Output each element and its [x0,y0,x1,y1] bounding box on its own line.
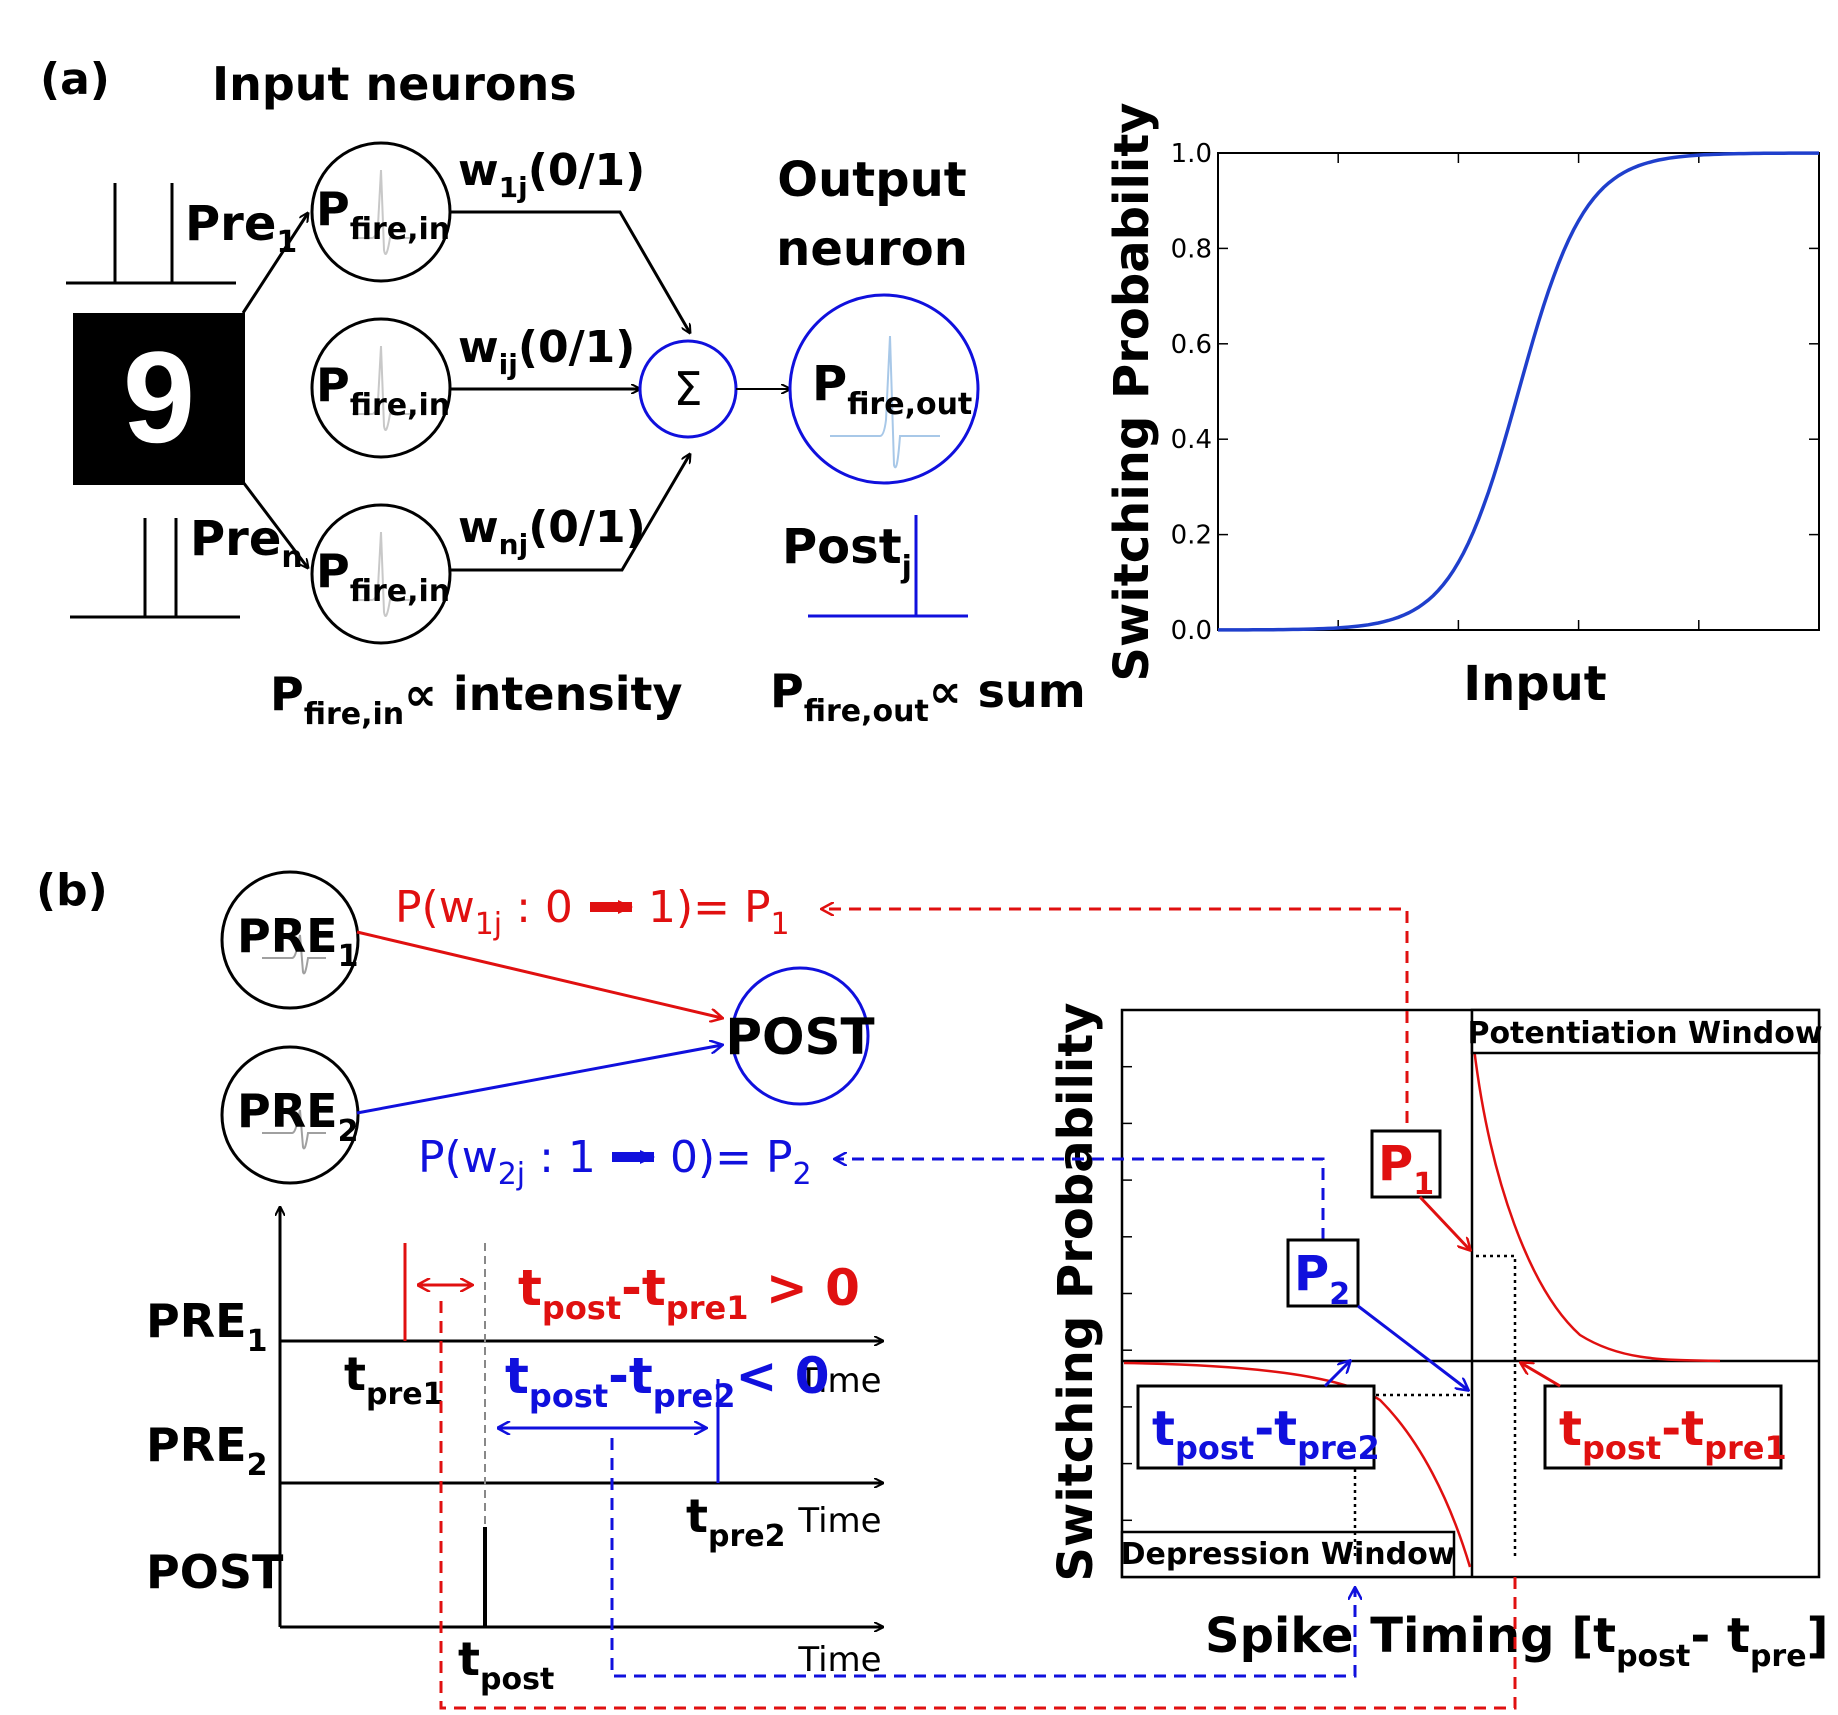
pre1-spike-train [66,183,236,285]
post-neuron: POST [725,966,875,1106]
diff-negative-label: tpost-tpre2< 0 [505,1347,830,1415]
summation-node: Σ [638,339,738,439]
svg-text:Pfire,in: Pfire,in [316,544,450,609]
timing-diagram-axes [280,1207,883,1627]
sigmoid-chart: 0.0 0.2 0.4 0.6 0.8 1.0 Switching Probability… [1104,102,1820,712]
potentiation-window-box [1470,1008,1821,1055]
dep-timing-box: tpost-tpre2 [1136,1384,1380,1470]
sigmoid-ytick-label: 0.8 [1171,234,1212,264]
blue-dashed-path-bottom [610,1438,1355,1678]
post-spike [808,515,968,618]
depression-curve [1123,1361,1472,1568]
stdp-xlabel: Spike Timing [tpost- tpre] [1205,1608,1829,1674]
potentiation-window-label: Potentiation Window [1467,1016,1822,1051]
svg-text:P2: P2 [1294,1246,1350,1312]
pren-spike-train [70,518,240,619]
svg-text:Pfire,in: Pfire,in [316,358,450,423]
output-neuron: Pfire,out [788,293,980,485]
digit-glyph: 9 [123,324,195,470]
output-neuron-title-1: Output [777,152,966,208]
weight-wnj: wnj(0/1) [458,502,646,561]
depression-window-box [1120,1530,1456,1579]
arrow-pre1-to-post [356,930,722,1018]
sigmoid-ytick-label: 0.6 [1171,330,1212,360]
blue-dashed-path-top [835,1159,1325,1240]
pre1-neuron: PRE1 [220,870,360,1010]
dep-box-arrow [1323,1361,1350,1388]
connection-wnj [450,454,690,572]
depression-window-label: Depression Window [1121,1537,1456,1572]
pre2-neuron: PRE2 [220,1045,360,1185]
sigmoid-ylabel: Switching Probability [1104,102,1160,681]
arrow-image-to-neuron1 [241,213,308,314]
pren-label: Pren [190,511,303,575]
input-neurons-title: Input neurons [212,57,577,111]
row-post-label: POST [146,1545,284,1599]
svg-text:Σ: Σ [673,362,702,416]
caption-pfire-out: Pfire,out∝ sum [770,664,1086,729]
p2-box: P2 [1286,1238,1360,1312]
svg-text:Pfire,out: Pfire,out [812,356,972,422]
svg-text:P1: P1 [1378,1136,1434,1202]
svg-text:tpost-tpre1: tpost-tpre1 [1559,1401,1787,1467]
caption-pfire-in: Pfire,in∝ intensity [270,667,682,732]
sigmoid-xlabel: Input [1463,656,1607,712]
equation-p2-rhs: 0)= P2 [670,1132,812,1192]
svg-text:PRE1: PRE1 [237,909,358,974]
pot-timing-box: tpost-tpre1 [1543,1384,1787,1470]
arrow-pre2-to-post [356,1045,722,1115]
input-neuron-1: Pfire,in [310,141,452,283]
sigmoid-ytick-label: 0.2 [1171,521,1212,551]
sigmoid-ytick-label: 0.4 [1171,425,1212,455]
sigmoid-series-line [1218,151,1819,632]
svg-text:POST: POST [725,1008,874,1066]
output-neuron-title-2: neuron [776,221,968,277]
row-pre1-label: PRE1 [146,1294,267,1359]
stdp-ticks [1122,1065,1132,1522]
red-dashed-path-bottom [439,1300,1517,1710]
stdp-ylabel: Switching Probability [1048,1002,1104,1581]
connection-w1j [450,210,690,333]
panel-a-label: (a) [40,54,110,105]
time-label-1: Time [797,1361,881,1401]
time-label-3: Time [797,1640,881,1680]
time-label-2: Time [797,1501,881,1541]
input-neuron-i: Pfire,in [310,317,452,459]
input-neuron-n: Pfire,in [310,503,452,645]
tpost-label: tpost [458,1632,554,1697]
equation-p1: P(w1j : 0 [395,882,573,942]
pre1-label: Pre1 [185,196,297,260]
potentiation-curve [1472,1047,1721,1363]
stdp-chart: Potentiation Window Depression Window Sw… [1048,1002,1829,1674]
stdp-frame [1120,1008,1821,1579]
p1-pointer-arrow [1418,1195,1470,1250]
svg-text:tpost-tpre2: tpost-tpre2 [1152,1401,1380,1467]
mnist-digit-image: 9 [73,313,245,485]
p1-box: P1 [1370,1129,1442,1202]
sigmoid-ytick-label: 0.0 [1171,616,1212,646]
svg-text:Pfire,in: Pfire,in [316,182,450,247]
p2-pointer-arrow [1357,1304,1468,1390]
svg-text:PRE2: PRE2 [237,1084,358,1149]
pot-box-arrow [1521,1363,1561,1388]
row-pre2-label: PRE2 [146,1418,267,1483]
weight-wij: wij(0/1) [458,322,635,381]
panel-b-label: (b) [36,865,108,916]
post-j-label: Postj [782,519,912,585]
equation-p1-rhs: 1)= P1 [648,882,790,942]
diff-positive-label: tpost-tpre1 > 0 [518,1259,860,1327]
equation-p2: P(w2j : 1 [418,1132,596,1192]
tpre2-label: tpre2 [686,1489,786,1554]
arrow-image-to-neuronn [241,481,308,568]
weight-w1j: w1j(0/1) [458,145,645,204]
tpre1-label: tpre1 [344,1347,444,1412]
sigmoid-ytick-label: 1.0 [1171,139,1212,169]
red-dashed-path-top [822,909,1409,1163]
